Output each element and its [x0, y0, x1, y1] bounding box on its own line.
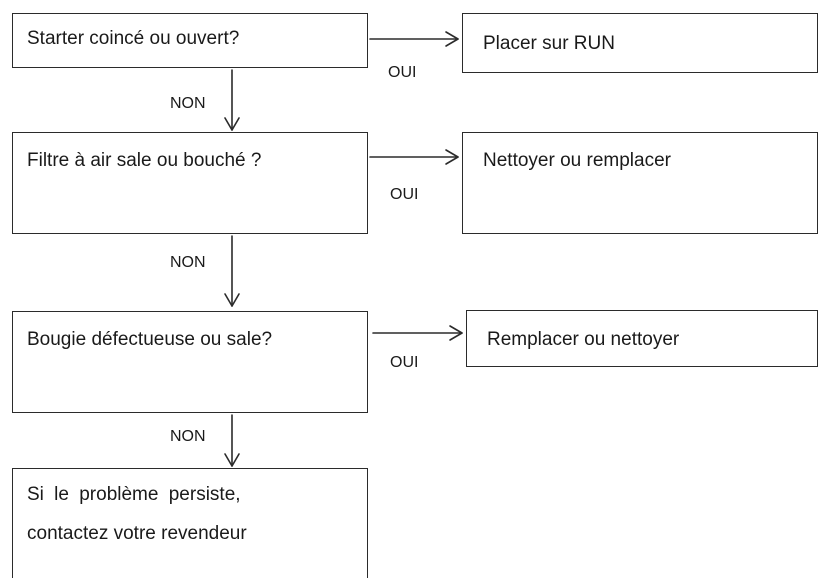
question-box-starter: Starter coincé ou ouvert?	[12, 13, 368, 68]
label-no-2: NON	[170, 254, 206, 271]
question-box-air-filter: Filtre à air sale ou bouché ?	[12, 132, 368, 234]
arrow-no-3	[224, 414, 240, 467]
label-no-1: NON	[170, 95, 206, 112]
action-box-replace-clean: Remplacer ou nettoyer	[466, 310, 818, 367]
label-no-3: NON	[170, 428, 206, 445]
arrow-yes-3	[372, 325, 463, 341]
arrow-yes-2	[369, 149, 459, 165]
final-box-contact-dealer: Si le problème persiste, contactez votre…	[12, 468, 368, 578]
action-text-replace-clean: Remplacer ou nettoyer	[487, 329, 680, 350]
action-box-set-run: Placer sur RUN	[462, 13, 818, 73]
final-text-line-2: contactez votre revendeur	[27, 523, 247, 544]
action-box-clean-replace: Nettoyer ou remplacer	[462, 132, 818, 234]
label-yes-2: OUI	[390, 186, 419, 203]
question-text-spark-plug: Bougie défectueuse ou sale?	[27, 329, 273, 350]
final-text-line-1: Si le problème persiste,	[27, 484, 241, 505]
action-text-set-run: Placer sur RUN	[483, 33, 615, 54]
arrow-no-1	[224, 69, 240, 131]
label-yes-3: OUI	[390, 354, 419, 371]
action-text-clean-replace: Nettoyer ou remplacer	[483, 150, 671, 171]
arrow-yes-1	[369, 31, 459, 47]
arrow-no-2	[224, 235, 240, 307]
label-yes-1: OUI	[388, 64, 417, 81]
question-box-spark-plug: Bougie défectueuse ou sale?	[12, 311, 368, 413]
question-text-starter: Starter coincé ou ouvert?	[27, 28, 240, 49]
question-text-air-filter: Filtre à air sale ou bouché ?	[27, 150, 262, 171]
